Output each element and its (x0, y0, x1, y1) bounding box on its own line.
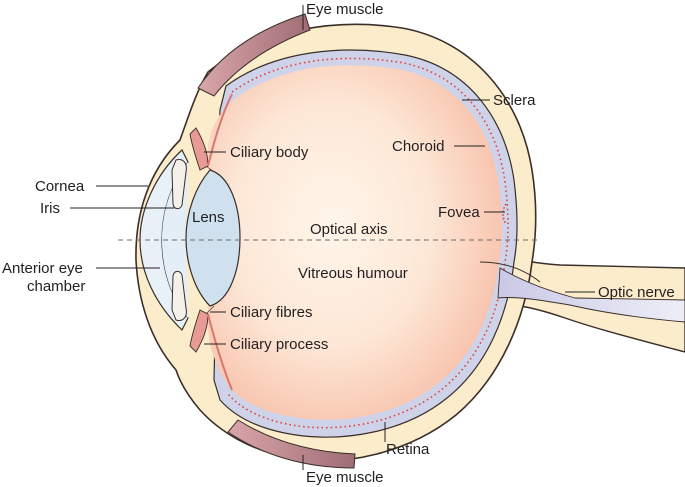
label-retina: Retina (386, 441, 430, 458)
label-lens: Lens (192, 209, 225, 226)
label-ciliary-process: Ciliary process (230, 336, 328, 353)
ciliary-muscle-bottom (207, 313, 233, 391)
iris-top (171, 159, 187, 210)
label-optic-nerve: Optic nerve (598, 284, 675, 301)
label-iris: Iris (40, 200, 60, 217)
eye-muscle-top-shape (197, 13, 311, 97)
ciliary-fibres (205, 165, 215, 315)
label-optical-axis: Optical axis (310, 221, 388, 238)
ciliary-muscle-top (207, 93, 233, 167)
label-sclera: Sclera (493, 92, 536, 109)
optic-disc-edge (479, 261, 541, 283)
optic-nerve (497, 267, 685, 323)
label-choroid: Choroid (392, 138, 445, 155)
vitreous-body (207, 65, 503, 420)
label-anterior-eye-chamber-line2: chamber (27, 278, 85, 295)
label-eye-muscle-top: Eye muscle (306, 1, 384, 18)
ciliary-body-shape (189, 127, 209, 171)
label-ciliary-fibres: Ciliary fibres (230, 304, 313, 321)
label-cornea: Cornea (35, 178, 85, 195)
label-vitreous-humour: Vitreous humour (298, 265, 408, 282)
fovea-pit (502, 203, 507, 225)
label-ciliary-body: Ciliary body (230, 144, 309, 161)
retina-line (227, 57, 509, 429)
lens (185, 169, 241, 307)
label-fovea: Fovea (438, 204, 480, 221)
eye-muscle-bottom-shape (227, 419, 356, 469)
iris-bottom (171, 270, 187, 321)
label-eye-muscle-bottom: Eye muscle (306, 469, 384, 486)
label-anterior-eye-chamber-line1: Anterior eye (2, 260, 83, 277)
